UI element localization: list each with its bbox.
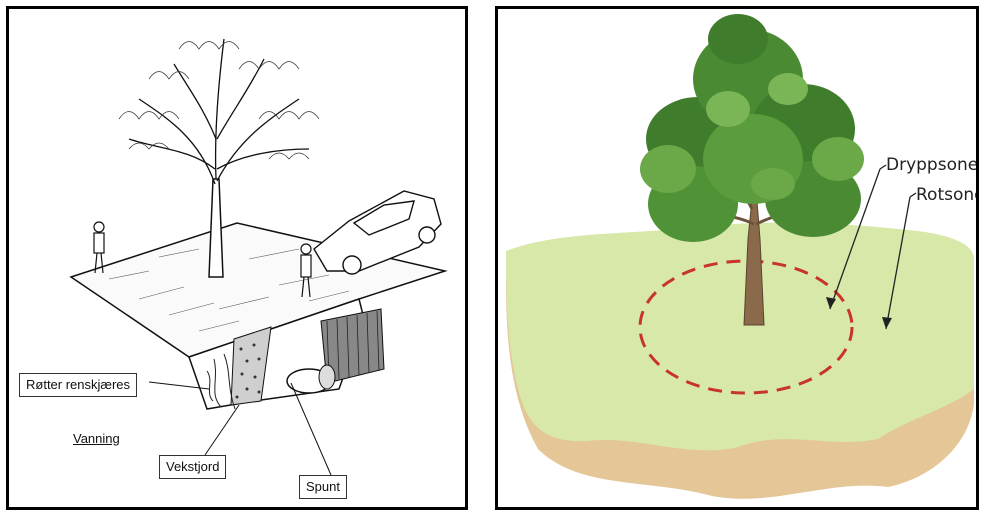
tree-trunk [744,189,764,325]
tree-foliage [119,42,319,160]
grass-surface [506,223,974,451]
label-sheet-pile: Spunt [299,475,347,499]
label-watering: Vanning [73,431,120,446]
tree-trunk [209,179,223,277]
excavation-diagram-panel: Røtter renskjæres Vanning Vekstjord Spun… [6,6,468,510]
person-figure [94,222,104,273]
car [314,191,441,274]
root-zone-diagram-panel: Dryppsone Rotsone [495,6,979,510]
label-growing-soil: Vekstjord [159,455,226,479]
label-drip-zone: Dryppsone [886,155,978,175]
root-zone-illustration [498,9,976,507]
label-root-zone: Rotsone [916,185,979,205]
tree-branches [129,39,309,184]
pipe-end [319,365,335,389]
label-roots-cut: Røtter renskjæres [19,373,137,397]
